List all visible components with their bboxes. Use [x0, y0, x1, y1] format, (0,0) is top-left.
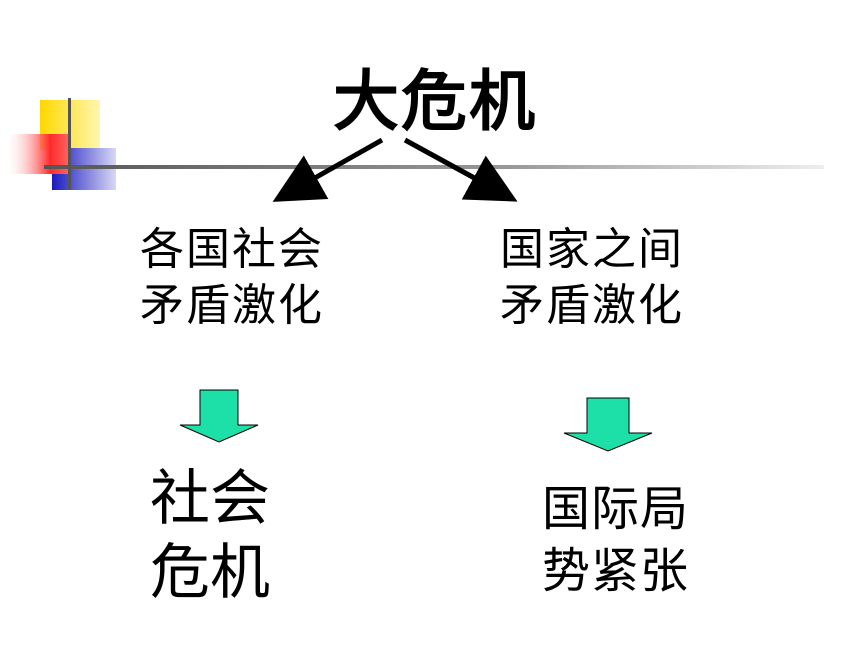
- right-result-line-1: 国际局: [542, 481, 690, 537]
- left-result-line-1: 社会: [150, 464, 270, 534]
- decorative-squares: [8, 98, 824, 190]
- right-result-line-2: 势紧张: [542, 543, 690, 599]
- arrow-left-diagonal: [272, 137, 384, 202]
- diagram-title: 大危机: [333, 63, 537, 140]
- left-cause-line-1: 各国社会: [140, 224, 324, 275]
- left-result-text: 社会 危机: [150, 462, 270, 610]
- right-cause-text: 国家之间 矛盾激化: [500, 222, 684, 334]
- right-result-text: 国际局 势紧张: [542, 478, 689, 602]
- left-result-line-2: 危机: [150, 538, 270, 608]
- right-cause-line-2: 矛盾激化: [500, 280, 684, 331]
- deco-vertical-rule: [68, 98, 71, 190]
- down-arrow-left: [179, 389, 259, 443]
- deco-horizontal-rule: [44, 165, 824, 169]
- down-arrow-right: [563, 397, 653, 452]
- arrow-right-diagonal: [403, 137, 518, 202]
- right-cause-line-1: 国家之间: [500, 224, 684, 275]
- left-cause-text: 各国社会 矛盾激化: [140, 222, 324, 334]
- left-cause-line-2: 矛盾激化: [140, 280, 324, 331]
